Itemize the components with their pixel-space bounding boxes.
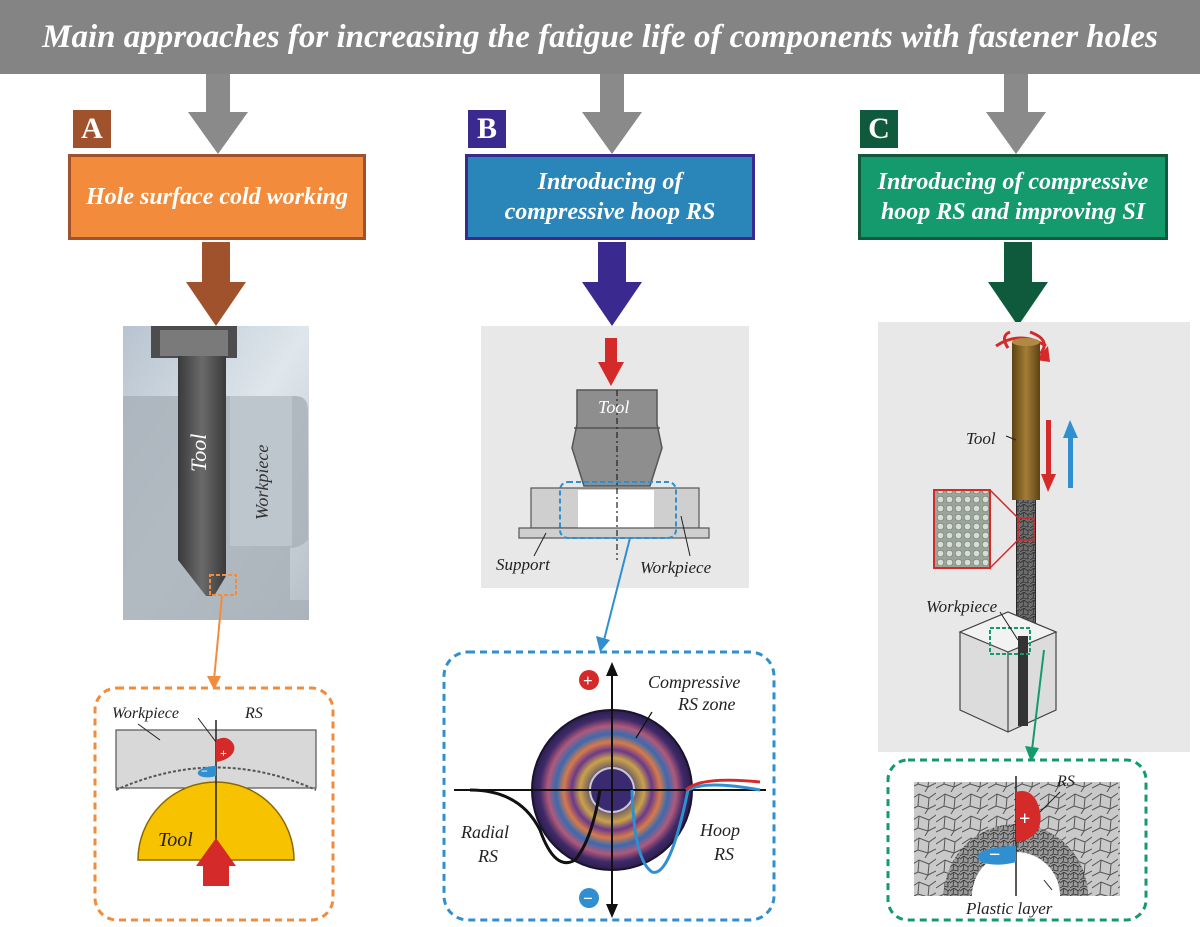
panel-b-workpiece-label: Workpiece [640,558,712,577]
title-bar: Main approaches for increasing the fatig… [0,0,1200,74]
panel-b-image [481,326,749,588]
panel-a-tool-label: Tool [186,434,211,472]
badge-a: A [73,110,111,148]
panel-a-minus: − [201,764,208,778]
down-arrow-c [988,242,1048,326]
panel-b-radial-label: Radial [460,822,509,842]
panel-c-image [878,322,1190,752]
panel-b-rs-zone-label: RS zone [677,694,736,714]
panel-b-plus: + [583,671,593,690]
panel-a-workpiece-label: Workpiece [252,445,272,520]
panel-a-detail-rs: RS [244,705,263,722]
panel-b-minus: − [583,889,593,908]
panel-b-compressive-label: Compressive [648,672,740,692]
panel-c-plastic-layer-label: Plastic layer [965,899,1053,918]
panel-c-detail [886,758,1148,922]
panel-b-hoop-rs-label: RS [713,844,734,864]
panel-c-plus: + [1019,808,1030,830]
panel-c-minus: − [989,844,1000,866]
panel-a-plus: + [220,746,227,760]
panel-a-detail-tool: Tool [158,829,193,851]
panel-b-support-label: Support [496,555,551,574]
gray-arrows [188,74,1046,154]
panel-b-tool-label: Tool [598,397,629,417]
diagram-title: Main approaches for increasing the fatig… [42,18,1158,55]
panel-a-detail-workpiece: Workpiece [112,705,179,722]
badge-c: C [860,110,898,148]
panel-c-tool-label: Tool [966,429,996,448]
panel-c-workpiece-label: Workpiece [926,597,998,616]
approach-b-heading: Introducing of compressive hoop RS [465,154,755,240]
panel-a-detail [93,686,335,922]
panel-c-rs-label: RS [1056,773,1075,790]
badge-b: B [468,110,506,148]
panel-a-image [123,326,309,620]
down-arrow-b [582,242,642,326]
approach-a-heading: Hole surface cold working [68,154,366,240]
panel-b-detail [442,650,776,922]
panel-b-radial-rs-label: RS [477,846,498,866]
panel-b-hoop-label: Hoop [699,820,740,840]
approach-c-heading: Introducing of compressive hoop RS and i… [858,154,1168,240]
down-arrow-a [186,242,246,326]
